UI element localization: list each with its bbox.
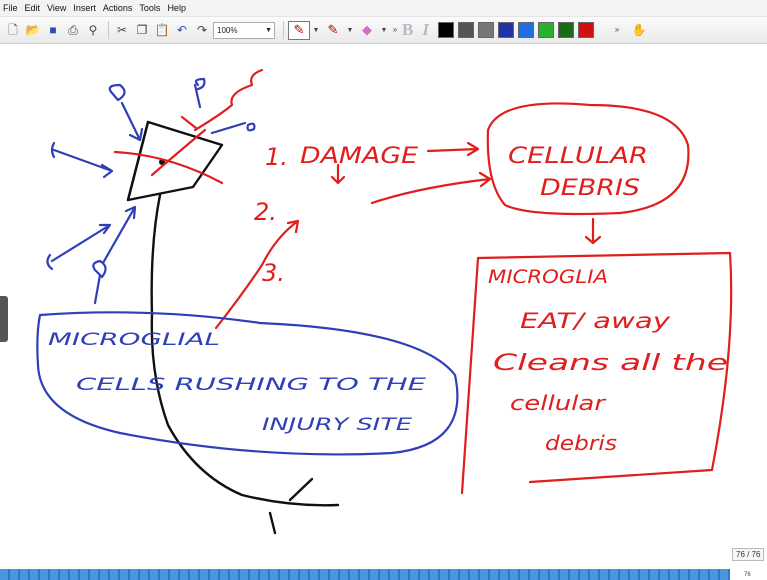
ink-canvas[interactable]: 1. 2. 3. DAMAGE CELLULAR DEBRIS MICROGLI…	[0, 45, 767, 569]
more-icon[interactable]: »	[392, 25, 398, 34]
menu-tools[interactable]: Tools	[139, 3, 161, 13]
microglia-arrows	[46, 77, 256, 305]
neuron-drawing	[126, 120, 340, 535]
menu-bar: File Edit View Insert Actions Tools Help	[0, 0, 767, 17]
color-swatch-4[interactable]	[517, 22, 534, 38]
number-3: 3.	[262, 259, 285, 287]
color-swatch-5[interactable]	[537, 22, 554, 38]
open-icon[interactable]: 📂	[25, 23, 41, 37]
find-icon[interactable]: ⚲	[88, 23, 98, 37]
italic-icon[interactable]: I	[422, 20, 429, 39]
highlighter-icon[interactable]: ✎	[327, 22, 339, 37]
cellular-label: CELLULAR	[508, 144, 648, 169]
damage-marks	[113, 68, 264, 185]
microglial-outline	[36, 311, 459, 456]
bold-icon[interactable]: B	[402, 20, 414, 39]
menu-actions[interactable]: Actions	[102, 3, 133, 13]
debris-label: DEBRIS	[540, 176, 640, 201]
cut-icon[interactable]: ✂	[116, 23, 128, 37]
menu-file[interactable]: File	[3, 3, 18, 13]
box-line-2: EAT/ away	[520, 309, 671, 333]
chevron-down-icon: ▼	[265, 26, 272, 34]
paste-icon[interactable]: 📋	[154, 23, 170, 37]
microglial-line-1: MICROGLIAL	[48, 330, 220, 350]
microglial-line-3: INJURY SITE	[262, 415, 412, 435]
side-panel-handle[interactable]	[0, 296, 8, 342]
number-1: 1.	[265, 143, 288, 171]
chevron-down-icon[interactable]: ▼	[312, 26, 320, 34]
toolbar-divider	[108, 21, 109, 39]
color-swatch-3[interactable]	[497, 22, 514, 38]
handwritten-notes: 1. 2. 3. DAMAGE CELLULAR DEBRIS MICROGLI…	[36, 68, 733, 535]
zoom-value: 100%	[217, 25, 238, 35]
page-indicator[interactable]: 76 / 76	[732, 548, 765, 561]
flow-arrows	[214, 141, 602, 330]
chevron-down-icon[interactable]: ▼	[380, 26, 388, 34]
color-swatch-2[interactable]	[477, 22, 494, 38]
color-swatch-0[interactable]	[437, 22, 454, 38]
color-swatch-6[interactable]	[557, 22, 574, 38]
box-line-1: MICROGLIA	[488, 266, 608, 288]
box-line-5: debris	[545, 431, 617, 455]
undo-icon[interactable]: ↶	[176, 23, 188, 37]
toolbar-divider	[283, 21, 284, 39]
microglial-line-2: CELLS RUSHING TO THE	[76, 375, 426, 395]
status-bar	[0, 569, 730, 580]
debris-outline	[486, 102, 690, 216]
copy-icon[interactable]: ❐	[136, 23, 148, 37]
damage-label: DAMAGE	[300, 144, 418, 169]
menu-insert[interactable]: Insert	[73, 3, 96, 13]
menu-edit[interactable]: Edit	[24, 3, 41, 13]
chevron-down-icon[interactable]: ▼	[346, 26, 354, 34]
menu-help[interactable]: Help	[167, 3, 186, 13]
box-line-4: cellular	[510, 391, 607, 415]
toolbar: 🗋 📂 ■ ⎙ ⚲ ✂ ❐ 📋 ↶ ↷ 100% ▼ ✎ ▼ ✎ ▼ ◆ ▼ »…	[0, 17, 767, 44]
color-swatches	[437, 22, 598, 38]
redo-icon[interactable]: ↷	[196, 23, 208, 37]
number-2: 2.	[254, 198, 277, 226]
menu-view[interactable]: View	[47, 3, 67, 13]
zoom-select[interactable]: 100% ▼	[213, 21, 275, 39]
save-icon[interactable]: ■	[49, 23, 57, 37]
more-icon[interactable]: »	[614, 25, 620, 34]
eraser-icon[interactable]: ◆	[362, 22, 372, 37]
color-swatch-1[interactable]	[457, 22, 474, 38]
color-swatch-7[interactable]	[577, 22, 594, 38]
new-page-icon[interactable]: 🗋	[8, 23, 18, 37]
microglia-box	[460, 251, 733, 495]
page-count: 76	[744, 572, 751, 578]
pan-hand-icon[interactable]: ✋	[631, 23, 647, 37]
pen-tool-icon[interactable]: ✎	[288, 20, 310, 40]
print-icon[interactable]: ⎙	[68, 23, 78, 37]
box-line-3: Cleans all the	[493, 351, 728, 376]
